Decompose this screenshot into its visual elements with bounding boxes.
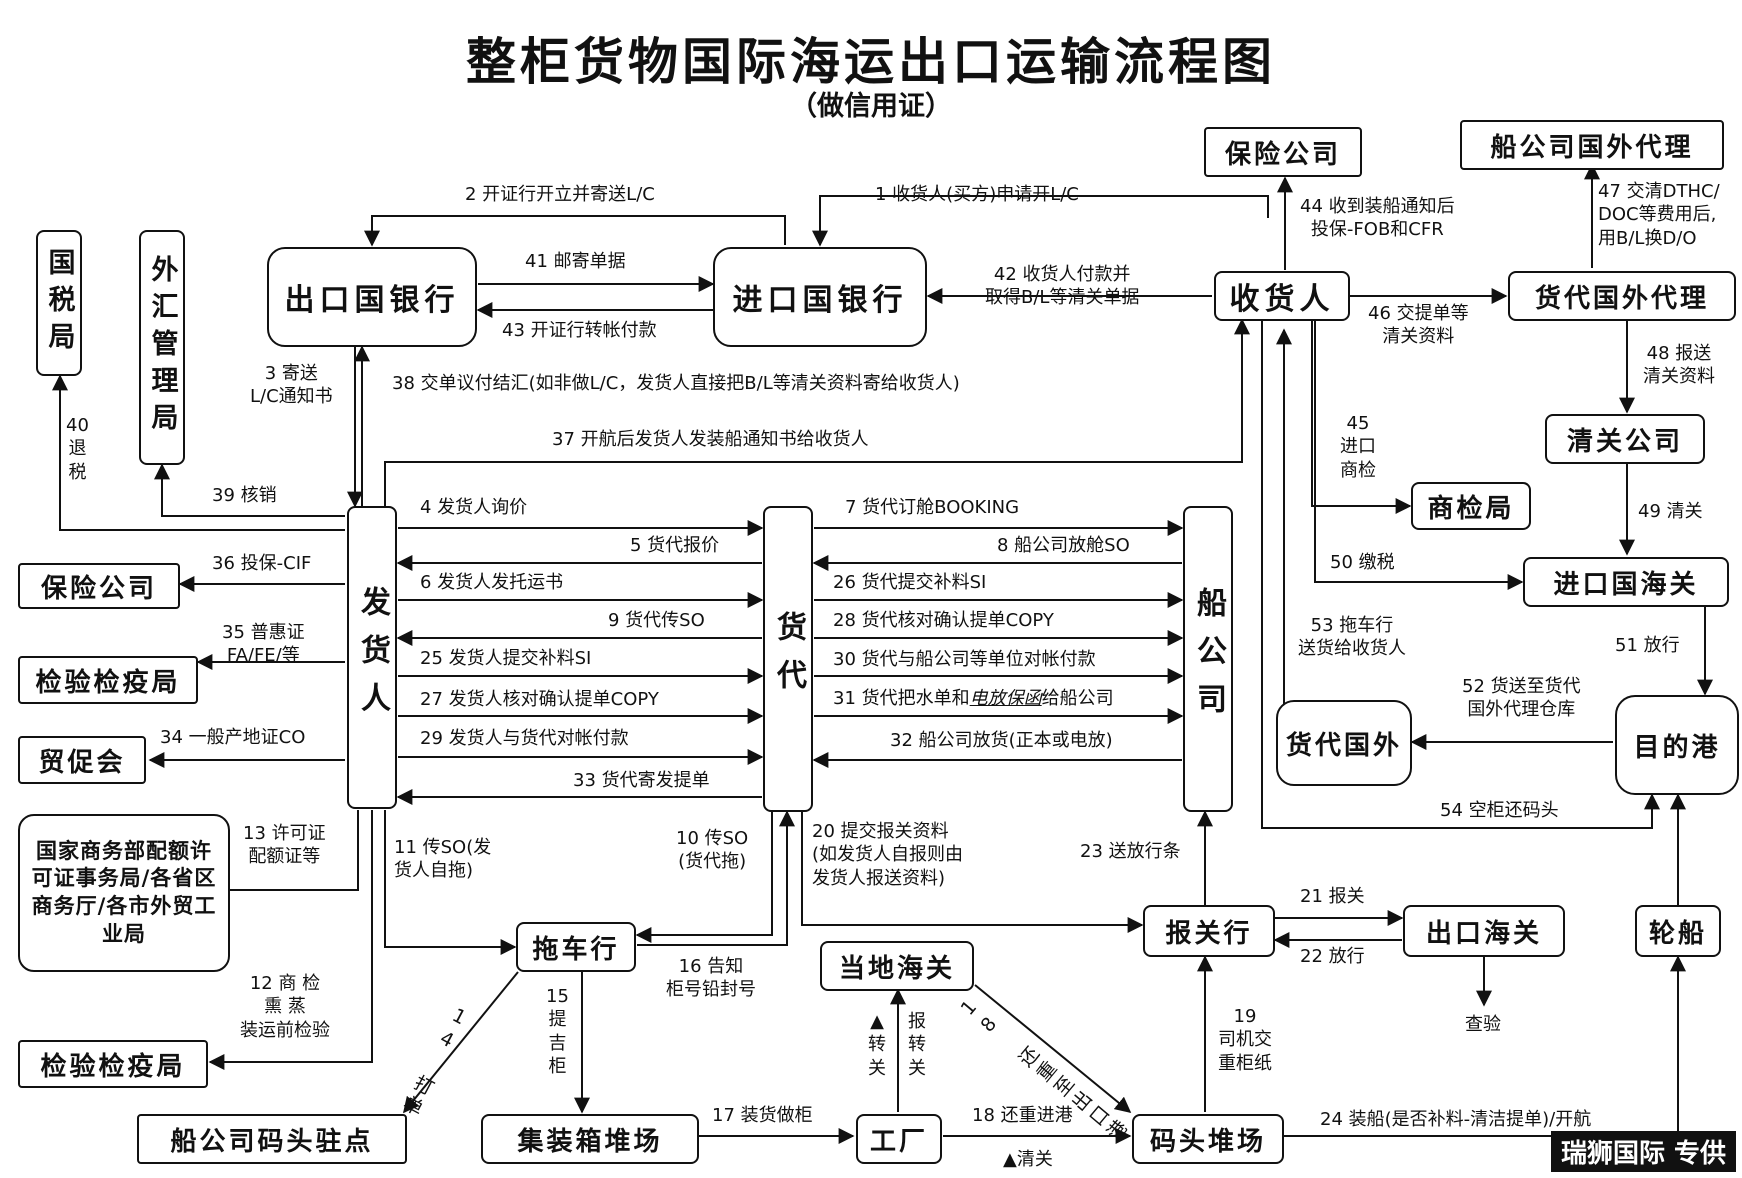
insurance-company-left-box: 保险公司 — [18, 563, 180, 609]
step-23-label: 23 送放行条 — [1080, 841, 1181, 862]
export-bank-box: 出口国银行 — [267, 247, 477, 347]
shipper-box: 发货人 — [347, 506, 397, 809]
destination-port-box: 目的港 — [1615, 695, 1739, 795]
import-bank-box: 进口国银行 — [713, 247, 927, 347]
step-51-label: 51 放行 — [1615, 635, 1680, 656]
step-3-label: 3 寄送 L/C通知书 — [250, 363, 333, 408]
step-31-text-b: 电放保函 — [969, 688, 1042, 709]
step-15-label: 15 提 吉 柜 — [546, 986, 569, 1078]
transit-label: ▲ 转 关 — [868, 1011, 886, 1079]
step-7-label: 7 货代订舱BOOKING — [845, 497, 1020, 518]
step-35-label: 35 普惠证 FA/FE/等 — [222, 622, 305, 667]
step-47-label: 47 交清DTHC/ DOC等费用后, 用B/L换D/O — [1598, 181, 1720, 249]
step-9-label: 9 货代传SO — [608, 610, 705, 631]
step-49-label: 49 清关 — [1638, 501, 1703, 522]
step-50-label: 50 缴税 — [1330, 552, 1395, 573]
export-customs-box: 出口海关 — [1403, 905, 1565, 957]
freight-forwarder-box: 货代 — [763, 506, 813, 812]
step-36-label: 36 投保-CIF — [212, 553, 312, 574]
step-42-label: 42 收货人付款并 取得B/L等清关单据 — [985, 264, 1140, 309]
step-24-label: 24 装船(是否补料-清洁提单)/开航 — [1320, 1109, 1592, 1130]
step-54-label: 54 空柜还码头 — [1440, 800, 1559, 821]
consignee-box: 收货人 — [1214, 271, 1350, 321]
inspection-quarantine-bureau-box-2: 检验检疫局 — [18, 1040, 208, 1088]
step-4-label: 4 发货人询价 — [420, 497, 528, 518]
step-20-label: 20 提交报关资料 (如发货人自报则由 发货人报送资料) — [812, 821, 964, 889]
step-12-label: 12 商 检 熏 蒸 装运前检验 — [240, 973, 330, 1041]
shipping-company-box: 船公司 — [1183, 506, 1233, 812]
container-yard-box: 集装箱堆场 — [481, 1114, 699, 1164]
customs-broker-box: 报关行 — [1143, 905, 1275, 957]
step-8-label: 8 船公司放舱SO — [997, 535, 1130, 556]
step-18-label: 18 还重进港 — [972, 1105, 1073, 1126]
step-27-label: 27 发货人核对确认提单COPY — [420, 689, 659, 710]
step-28-label: 28 货代核对确认提单COPY — [833, 610, 1054, 631]
step-48-label: 48 报送 清关资料 — [1643, 343, 1715, 388]
step-29-label: 29 发货人与货代对帐付款 — [420, 728, 629, 749]
step-13-label: 13 许可证 配额证等 — [243, 823, 326, 868]
trucking-company-box: 拖车行 — [516, 922, 636, 972]
inspection-quarantine-bureau-box-1: 检验检疫局 — [18, 656, 198, 704]
step-30-label: 30 货代与船公司等单位对帐付款 — [833, 649, 1096, 670]
ship-box: 轮船 — [1635, 905, 1721, 957]
step-40-label: 40 退 税 — [66, 415, 89, 483]
inspection-label: 查验 — [1465, 1014, 1501, 1035]
step-52-label: 52 货送至货代 国外代理仓库 — [1462, 676, 1581, 721]
step-46-label: 46 交提单等 清关资料 — [1368, 303, 1469, 348]
step-31-text-a: 31 货代把水单和 — [833, 688, 970, 709]
step-22-label: 22 放行 — [1300, 946, 1365, 967]
step-37-label: 37 开航后发货人发装船通知书给收货人 — [552, 429, 869, 450]
step-25-label: 25 发货人提交补料SI — [420, 648, 592, 669]
forex-bureau-box: 外汇管理局 — [139, 230, 185, 465]
ministry-of-commerce-box: 国家商务部配额许可证事务局/各省区商务厅/各市外贸工业局 — [18, 814, 230, 972]
brand-watermark: 瑞狮国际 专供 — [1550, 1131, 1736, 1172]
step-6-label: 6 发货人发托运书 — [420, 572, 564, 593]
step-31-label: 31 货代把水单和电放保函给船公司 — [833, 687, 1114, 710]
step-26-label: 26 货代提交补料SI — [833, 572, 987, 593]
transit-declare-label: 报 转 关 — [908, 1011, 926, 1079]
commodity-inspection-bureau-box: 商检局 — [1411, 482, 1531, 530]
step-53-label: 53 拖车行 送货给收货人 — [1298, 615, 1406, 660]
import-customs-box: 进口国海关 — [1523, 557, 1729, 607]
clearance-label: ▲清关 — [1003, 1149, 1053, 1170]
step-2-label: 2 开证行开立并寄送L/C — [465, 184, 655, 205]
step-32-label: 32 船公司放货(正本或电放) — [890, 730, 1113, 751]
factory-box: 工厂 — [856, 1114, 942, 1164]
step-39-label: 39 核销 — [212, 485, 277, 506]
diagram-subtitle: （做信用证） — [790, 91, 952, 122]
local-customs-box: 当地海关 — [820, 941, 974, 991]
step-45-label: 45 进口 商检 — [1340, 413, 1376, 481]
step-17-label: 17 装货做柜 — [712, 1105, 813, 1126]
step-1-label: 1 收货人(买方)申请开L/C — [875, 184, 1079, 205]
customs-clearance-company-box: 清关公司 — [1545, 414, 1705, 464]
terminal-yard-box: 码头堆场 — [1132, 1114, 1284, 1164]
step-31-text-c: 给船公司 — [1041, 688, 1114, 709]
step-19-label: 19 司机交 重柜纸 — [1218, 1006, 1272, 1074]
step-41-label: 41 邮寄单据 — [525, 251, 626, 272]
step-5-label: 5 货代报价 — [630, 535, 720, 556]
forwarder-overseas-agent-box: 货代国外代理 — [1508, 271, 1736, 321]
ccpit-box: 贸促会 — [18, 736, 146, 784]
insurance-company-top-box: 保险公司 — [1204, 127, 1362, 177]
step-43-label: 43 开证行转帐付款 — [502, 320, 657, 341]
step-44-label: 44 收到装船通知后 投保-FOB和CFR — [1300, 196, 1455, 241]
carrier-overseas-agent-box: 船公司国外代理 — [1460, 120, 1724, 170]
step-21-label: 21 报关 — [1300, 886, 1365, 907]
state-tax-bureau-box: 国税局 — [36, 230, 82, 376]
step-33-label: 33 货代寄发提单 — [573, 770, 710, 791]
carrier-terminal-office-box: 船公司码头驻点 — [137, 1114, 407, 1164]
forwarder-overseas-box: 货代国外 — [1276, 700, 1412, 786]
step-38-label: 38 交单议付结汇(如非做L/C，发货人直接把B/L等清关资料寄给收货人) — [392, 373, 960, 394]
step-16-label: 16 告知 柜号铅封号 — [666, 956, 756, 1001]
step-11-label: 11 传SO(发 货人自拖) — [394, 837, 492, 882]
step-34-label: 34 一般产地证CO — [160, 727, 306, 748]
step-10-label: 10 传SO (货代拖) — [676, 828, 749, 873]
diagram-title: 整柜货物国际海运出口运输流程图 — [466, 32, 1276, 91]
